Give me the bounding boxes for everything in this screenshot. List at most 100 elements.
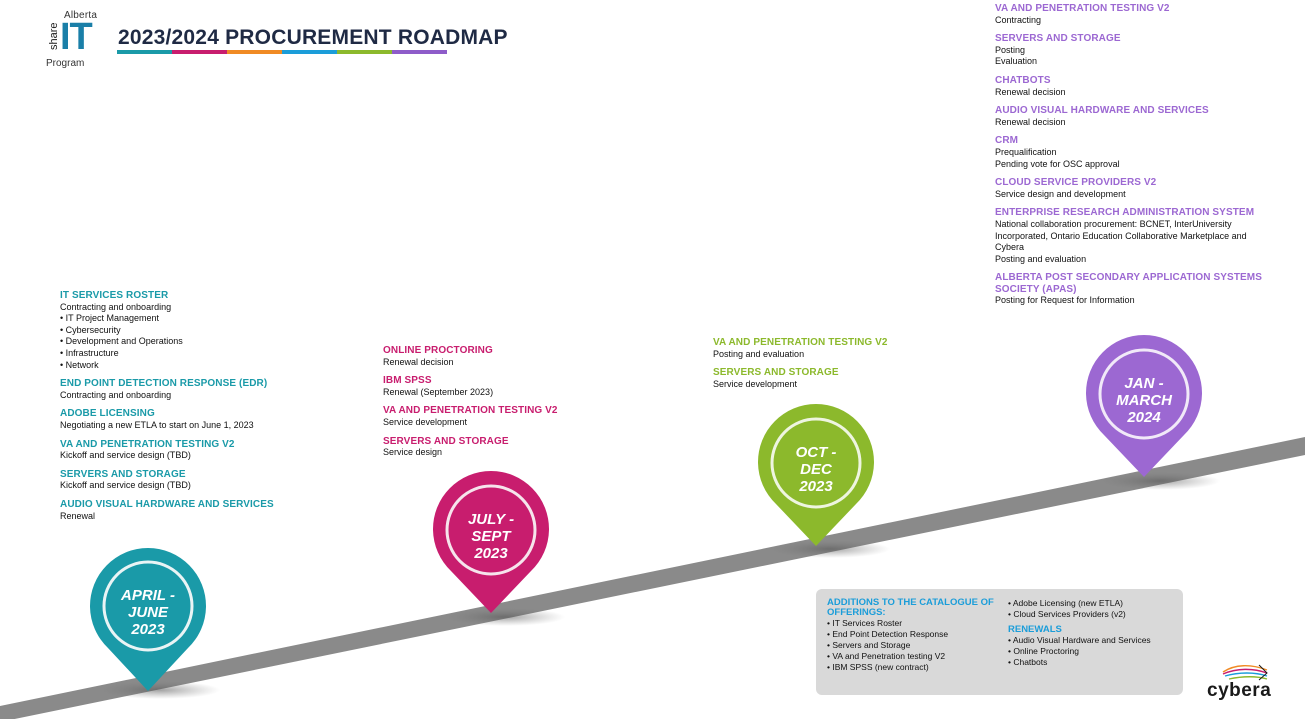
logo-alberta-text: Alberta bbox=[64, 10, 98, 21]
pin-label-line: JUNE bbox=[127, 604, 168, 621]
section-detail: • Cybersecurity bbox=[60, 324, 121, 335]
section-detail: Kickoff and service design (TBD) bbox=[60, 450, 191, 461]
pin-july-sept bbox=[432, 470, 549, 613]
cybera-wordmark: cybera bbox=[1207, 680, 1272, 701]
pin-april-june bbox=[90, 548, 206, 691]
pin-label-line: SEPT bbox=[471, 528, 511, 545]
section-heading: SERVERS AND STORAGE bbox=[383, 435, 509, 447]
section-detail: National collaboration procurement: BCNE… bbox=[995, 218, 1232, 229]
section-detail: Renewal decision bbox=[995, 116, 1066, 127]
section-heading: VA AND PENETRATION TESTING V2 bbox=[713, 337, 888, 348]
pin-label-line: 2024 bbox=[1127, 409, 1161, 426]
logo-program-text: Program bbox=[46, 58, 85, 69]
cybera-logo: cybera bbox=[1207, 662, 1277, 702]
renewals-item: • Online Proctoring bbox=[1008, 646, 1080, 656]
additions-item: • Servers and Storage bbox=[827, 640, 911, 650]
section-detail: Service design bbox=[383, 447, 443, 458]
section-heading: VA AND PENETRATION TESTING V2 bbox=[383, 405, 558, 417]
additions-item: • VA and Penetration testing V2 bbox=[827, 651, 946, 661]
section-heading: VA AND PENETRATION TESTING V2 bbox=[995, 3, 1170, 14]
section-detail: Renewal bbox=[60, 510, 96, 521]
section-detail: Renewal decision bbox=[995, 86, 1066, 97]
additions-item: • Adobe Licensing (new ETLA) bbox=[1008, 598, 1123, 608]
section-detail: • IT Project Management bbox=[60, 313, 160, 324]
pin-label-line: 2023 bbox=[799, 478, 833, 495]
renewals-item: • Chatbots bbox=[1008, 657, 1048, 667]
pin-label-line: 2023 bbox=[131, 621, 165, 638]
section-detail: • Development and Operations bbox=[60, 336, 183, 347]
section-detail: • Network bbox=[60, 359, 99, 370]
pin-label-line: DEC bbox=[800, 461, 832, 478]
title-bar-segment bbox=[282, 50, 337, 54]
section-heading: IT SERVICES ROSTER bbox=[60, 290, 169, 301]
section-detail: Contracting and onboarding bbox=[60, 389, 172, 400]
section-heading: VA AND PENETRATION TESTING V2 bbox=[60, 438, 235, 450]
pin-shadow bbox=[770, 540, 890, 558]
additions-column-2: • Adobe Licensing (new ETLA) • Cloud Ser… bbox=[1008, 598, 1178, 668]
section-detail: Cybera bbox=[995, 242, 1025, 253]
section-detail: Kickoff and service design (TBD) bbox=[60, 480, 191, 491]
section-heading: SERVERS AND STORAGE bbox=[713, 367, 839, 379]
pin-label-line: MARCH bbox=[1116, 392, 1172, 409]
section-detail: Prequalification bbox=[995, 146, 1057, 157]
section-heading: AUDIO VISUAL HARDWARE AND SERVICES bbox=[60, 498, 274, 510]
section-detail: Service development bbox=[713, 378, 798, 389]
section-heading: CHATBOTS bbox=[995, 74, 1051, 86]
section-heading: SERVERS AND STORAGE bbox=[60, 468, 186, 480]
section-heading: CRM bbox=[995, 135, 1019, 147]
logo-it-text: IT bbox=[60, 16, 93, 58]
section-detail: Renewal decision bbox=[383, 356, 454, 367]
road-band bbox=[0, 437, 1305, 719]
section-detail: Pending vote for OSC approval bbox=[995, 158, 1120, 169]
section-detail: Posting and evaluation bbox=[713, 348, 805, 359]
pin-label-line: APRIL - bbox=[121, 587, 175, 604]
section-heading: IBM SPSS bbox=[383, 375, 432, 387]
title-color-bars bbox=[117, 50, 447, 54]
title-bar-segment bbox=[337, 50, 392, 54]
section-detail: Posting for Request for Information bbox=[995, 295, 1135, 306]
pin-shadow bbox=[1100, 472, 1220, 490]
title-bar-segment bbox=[117, 50, 172, 54]
section-heading: CLOUD SERVICE PROVIDERS V2 bbox=[995, 177, 1157, 189]
section-detail: Contracting and onboarding bbox=[60, 301, 172, 312]
title-bar-segment bbox=[227, 50, 282, 54]
page-title: 2023/2024 PROCUREMENT ROADMAP bbox=[118, 26, 508, 49]
section-detail: Service design and development bbox=[995, 188, 1126, 199]
pin-label-line: JULY - bbox=[467, 511, 515, 528]
cybera-mark-icon bbox=[1222, 664, 1268, 681]
section-detail: • Infrastructure bbox=[60, 347, 119, 358]
section-heading: END POINT DETECTION RESPONSE (EDR) bbox=[60, 378, 268, 390]
section-detail: Negotiating a new ETLA to start on June … bbox=[60, 419, 254, 430]
renewals-heading: RENEWALS bbox=[1008, 624, 1062, 635]
additions-item: • IBM SPSS (new contract) bbox=[827, 662, 929, 672]
section-heading: ENTERPRISE RESEARCH ADMINISTRATION SYSTE… bbox=[995, 207, 1255, 219]
title-bar-segment bbox=[392, 50, 447, 54]
additions-heading: ADDITIONS TO THE CATALOGUE OF OFFERINGS: bbox=[827, 597, 994, 618]
section-detail: Contracting bbox=[995, 14, 1042, 25]
pin-oct-dec bbox=[758, 404, 874, 546]
title-bar-segment bbox=[172, 50, 227, 54]
pin-jan-march bbox=[1086, 335, 1203, 477]
section-heading: ONLINE PROCTORING bbox=[383, 345, 493, 356]
additions-item: • IT Services Roster bbox=[827, 618, 903, 628]
section-heading: ALBERTA POST SECONDARY APPLICATION SYSTE… bbox=[995, 272, 1262, 295]
section-detail: Service development bbox=[383, 416, 468, 427]
additions-item: • End Point Detection Response bbox=[827, 629, 949, 639]
pin-shadow bbox=[445, 608, 565, 626]
section-heading: AUDIO VISUAL HARDWARE AND SERVICES bbox=[995, 105, 1209, 117]
renewals-item: • Audio Visual Hardware and Services bbox=[1008, 635, 1151, 645]
section-heading: SERVERS AND STORAGE bbox=[995, 33, 1121, 45]
section-detail: Renewal (September 2023) bbox=[383, 386, 494, 397]
section-heading: ADOBE LICENSING bbox=[60, 408, 155, 420]
section-detail: Evaluation bbox=[995, 56, 1038, 67]
additions-item: • Cloud Services Providers (v2) bbox=[1008, 609, 1126, 619]
shareit-logo: Alberta share IT Program bbox=[46, 6, 116, 69]
pin-label-line: OCT - bbox=[795, 444, 837, 461]
